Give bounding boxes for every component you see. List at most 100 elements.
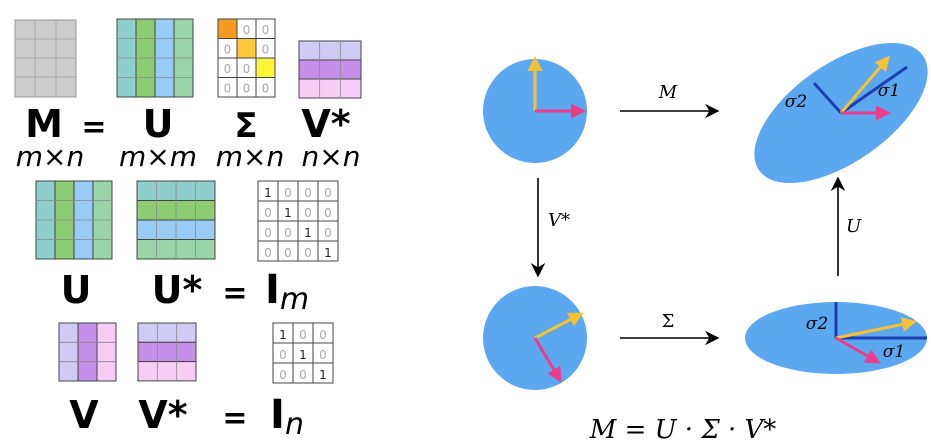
identity-cell xyxy=(317,240,339,262)
symbol-Vstar: V* xyxy=(301,102,350,146)
symbol-M: M xyxy=(25,102,63,146)
sigma1-bottom-text: σ1 xyxy=(883,342,905,362)
matrix-entry: 0 xyxy=(279,348,287,362)
symbol-equals-3: = xyxy=(222,401,247,436)
sigma1-axis-final xyxy=(840,65,908,115)
matrix-V-grid xyxy=(58,322,117,382)
matrix-M-grid xyxy=(14,19,77,98)
pink-vector-scaled xyxy=(835,336,881,364)
label-U: U xyxy=(846,216,862,237)
symbol-I-m: Im xyxy=(265,267,309,317)
sigma-cell xyxy=(217,18,238,39)
pink-vector-rotated xyxy=(533,337,562,383)
label-Sigma: Σ xyxy=(662,311,675,332)
symbol-Ustar: U* xyxy=(152,268,203,312)
matrix-entry: 0 xyxy=(324,206,332,220)
matrix-entry: 1 xyxy=(264,186,272,200)
matrix-row xyxy=(298,78,362,99)
matrix-entry: 0 xyxy=(262,82,270,96)
symbol-Vstar-text: V* xyxy=(301,102,350,146)
label-sigma2-bottom: σ2 xyxy=(806,314,828,334)
matrix-entry: 0 xyxy=(284,226,292,240)
matrix-entry: 0 xyxy=(324,226,332,240)
matrix-entry: 0 xyxy=(243,82,251,96)
matrix-entry: 0 xyxy=(284,246,292,260)
matrix-entry: 0 xyxy=(264,206,272,220)
matrix-entry: 0 xyxy=(299,328,307,342)
matrix-row xyxy=(298,40,362,61)
geometric-svd-panel: M σ1 σ2 V* U Σ xyxy=(483,42,928,445)
dim-Sigma: m×n xyxy=(216,140,284,173)
label-M: M xyxy=(658,82,678,103)
matrix-entry: 1 xyxy=(324,246,332,260)
matrix-entry: 1 xyxy=(279,328,287,342)
matrix-entry: 0 xyxy=(324,186,332,200)
symbol-I-m-subscript: m xyxy=(280,282,309,317)
symbol-I-m-letter: I xyxy=(265,267,280,313)
sigma1-top-text: σ1 xyxy=(878,81,900,101)
matrix-entry: 0 xyxy=(304,246,312,260)
equation: M = U · Σ · V* xyxy=(589,415,777,445)
sigma-cell xyxy=(236,38,257,59)
matrix-entry: 1 xyxy=(299,348,307,362)
dim-M: m×n xyxy=(16,140,84,173)
label-sigma2-top: σ2 xyxy=(785,92,807,112)
matrix-row xyxy=(298,59,362,80)
matrix-entry: 0 xyxy=(284,186,292,200)
symbol-I-n-subscript: n xyxy=(285,407,304,442)
matrix-entry: 1 xyxy=(319,368,327,382)
yellow-vector-final xyxy=(839,55,890,114)
sigma-cell xyxy=(255,77,276,98)
matrix-row xyxy=(137,361,197,382)
matrix-entry: 0 xyxy=(304,206,312,220)
matrix-row xyxy=(137,322,197,343)
sigma2-top-text: σ2 xyxy=(785,92,807,112)
dim-Vstar: n×n xyxy=(302,140,361,173)
matrix-entry: 0 xyxy=(262,43,270,57)
matrix-entry: 0 xyxy=(243,23,251,37)
unit-disk-original xyxy=(483,56,587,163)
matrix-entry: 0 xyxy=(264,226,272,240)
label-Vstar: V* xyxy=(548,210,570,231)
dim-U: m×m xyxy=(119,140,197,173)
matrix-entry: 0 xyxy=(224,43,232,57)
matrix-entry: 0 xyxy=(279,368,287,382)
ellipse-final: σ1 σ2 xyxy=(754,42,928,184)
yellow-vector-rotated xyxy=(534,312,584,340)
unit-disk-rotated xyxy=(483,286,587,390)
ellipse-scaled: σ1 σ2 xyxy=(745,302,927,374)
matrix-entry: 0 xyxy=(264,246,272,260)
symbol-Sigma: Σ xyxy=(234,106,257,146)
matrix-entry: 1 xyxy=(284,206,292,220)
matrix-U-grid-2 xyxy=(35,180,113,260)
matrix-column xyxy=(77,322,98,382)
symbol-U: U xyxy=(143,102,174,146)
identity-cell xyxy=(312,362,334,384)
yellow-vector-scaled xyxy=(835,317,917,340)
sigma2-bottom-text: σ2 xyxy=(806,314,828,334)
sigma2-axis-final xyxy=(812,81,843,115)
matrix-entry: 1 xyxy=(304,226,312,240)
symbol-equals-1: = xyxy=(81,110,106,145)
symbol-U-2: U xyxy=(61,268,92,312)
symbol-Vstar-3: V* xyxy=(138,393,187,437)
ellipse-final-shape xyxy=(754,42,928,184)
matrix-column xyxy=(58,322,79,382)
matrix-entry: 0 xyxy=(299,368,307,382)
matrix-entry: 0 xyxy=(262,23,270,37)
matrix-entry: 0 xyxy=(304,186,312,200)
symbol-V: V xyxy=(69,393,99,437)
matrix-U-grid xyxy=(116,18,194,98)
matrix-row xyxy=(137,341,197,363)
sigma-cell xyxy=(255,57,276,78)
matrix-entry: 0 xyxy=(224,82,232,96)
matrix-Vstar-grid xyxy=(298,40,362,99)
symbol-I-n: In xyxy=(270,392,304,442)
matrix-entry: 0 xyxy=(319,328,327,342)
matrix-column xyxy=(96,322,117,382)
